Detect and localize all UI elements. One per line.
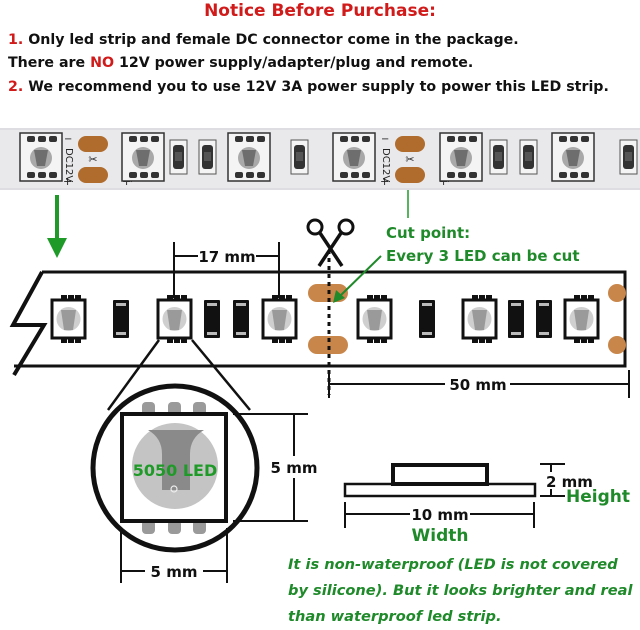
schematic-resistor bbox=[204, 300, 220, 338]
cut-mark-icon: ✂ bbox=[88, 153, 97, 166]
led-width-label: 5 mm bbox=[151, 563, 198, 581]
strip-height-value: 2 mm bbox=[546, 473, 593, 491]
strip-width-label: Width bbox=[412, 526, 469, 546]
schematic-led-chip bbox=[50, 295, 87, 343]
notice-line-1-text: Only led strip and female DC connector c… bbox=[23, 32, 519, 48]
green-down-arrow bbox=[47, 195, 67, 258]
notice-line-2-post: 12V power supply/adapter/plug and remote… bbox=[114, 55, 474, 71]
plus-sign: + bbox=[380, 175, 389, 188]
segment-length-dimension: 50 mm bbox=[328, 370, 630, 398]
schematic-resistor bbox=[233, 300, 249, 338]
photo-resistor bbox=[619, 139, 638, 175]
schematic-led-chip bbox=[261, 295, 298, 343]
segment-length-label: 50 mm bbox=[449, 376, 506, 394]
notice-line-2: There are NO 12V power supply/adapter/pl… bbox=[8, 53, 473, 73]
item-number-2: 2. bbox=[8, 79, 24, 95]
photo-led-chip bbox=[439, 132, 483, 182]
strip-height-label: Height bbox=[566, 487, 630, 507]
strip-cross-section bbox=[343, 463, 537, 498]
led-height-dimension: 5 mm bbox=[233, 413, 322, 522]
schematic-cut-pads bbox=[608, 284, 626, 354]
minus-sign: − bbox=[381, 134, 389, 145]
notice-line-1: 1. Only led strip and female DC connecto… bbox=[8, 30, 519, 50]
plus-sign: + bbox=[63, 175, 72, 188]
led-model-label: 5050 LED bbox=[133, 461, 218, 480]
strip-width-dimension: 10 mm Width bbox=[344, 502, 535, 546]
photo-resistor bbox=[169, 139, 188, 175]
strip-height-dimension: 2 mm Height bbox=[540, 463, 630, 507]
photo-led-strip: ✂DC12V−+DC12V−+✂DC12V−+DC12V−+ bbox=[0, 128, 640, 190]
cut-point-title: Cut point: bbox=[386, 224, 470, 242]
notice-line-3: 2. We recommend you to use 12V 3A power … bbox=[8, 77, 609, 97]
break-zigzag-icon bbox=[9, 271, 48, 377]
led-height-label: 5 mm bbox=[271, 459, 318, 477]
photo-led-chip bbox=[551, 132, 595, 182]
photo-led-chip bbox=[227, 132, 271, 182]
item-number-1: 1. bbox=[8, 32, 24, 48]
schematic-led-chip bbox=[156, 295, 193, 343]
schematic-strip bbox=[9, 270, 627, 377]
minus-sign: − bbox=[64, 134, 72, 145]
led-width-dimension: 5 mm bbox=[120, 528, 228, 583]
cut-point-text: Every 3 LED can be cut bbox=[386, 247, 580, 265]
schematic-resistor bbox=[419, 300, 435, 338]
schematic-resistor bbox=[508, 300, 524, 338]
photo-resistor bbox=[489, 139, 508, 175]
zoom-line-left bbox=[106, 339, 161, 411]
schematic-led-chip bbox=[563, 295, 600, 343]
schematic-resistor bbox=[113, 300, 129, 338]
schematic-resistor bbox=[536, 300, 552, 338]
notice-line-2-pre: There are bbox=[8, 55, 91, 71]
photo-resistor bbox=[519, 139, 538, 175]
schematic-led-chip bbox=[461, 295, 498, 343]
notice-title: Notice Before Purchase: bbox=[204, 1, 436, 21]
photo-resistor bbox=[290, 139, 309, 175]
photo-resistor bbox=[198, 139, 217, 175]
waterproof-note: It is non-waterproof (LED is not covered… bbox=[288, 556, 633, 625]
strip-width-value: 10 mm bbox=[411, 506, 468, 524]
notice-line-3-text: We recommend you to use 12V 3A power sup… bbox=[23, 79, 609, 95]
dc12v-label: DC12V bbox=[63, 148, 74, 182]
zoom-line-right bbox=[191, 339, 251, 411]
schematic-led-chip bbox=[356, 295, 393, 343]
cut-mark-icon: ✂ bbox=[405, 153, 414, 166]
led-pitch-label: 17 mm bbox=[198, 248, 255, 266]
notice-no-emphasis: NO bbox=[90, 55, 115, 71]
photo-led-chip bbox=[332, 132, 376, 182]
led-pitch-dimension: 17 mm bbox=[173, 242, 280, 298]
photo-led-chip bbox=[19, 132, 63, 182]
cut-point-arrow bbox=[333, 255, 382, 303]
magnified-led: 5050 LED bbox=[90, 383, 260, 553]
dc12v-label: DC12V bbox=[380, 148, 391, 182]
photo-led-chip bbox=[121, 132, 165, 182]
scissors-icon bbox=[306, 218, 355, 267]
